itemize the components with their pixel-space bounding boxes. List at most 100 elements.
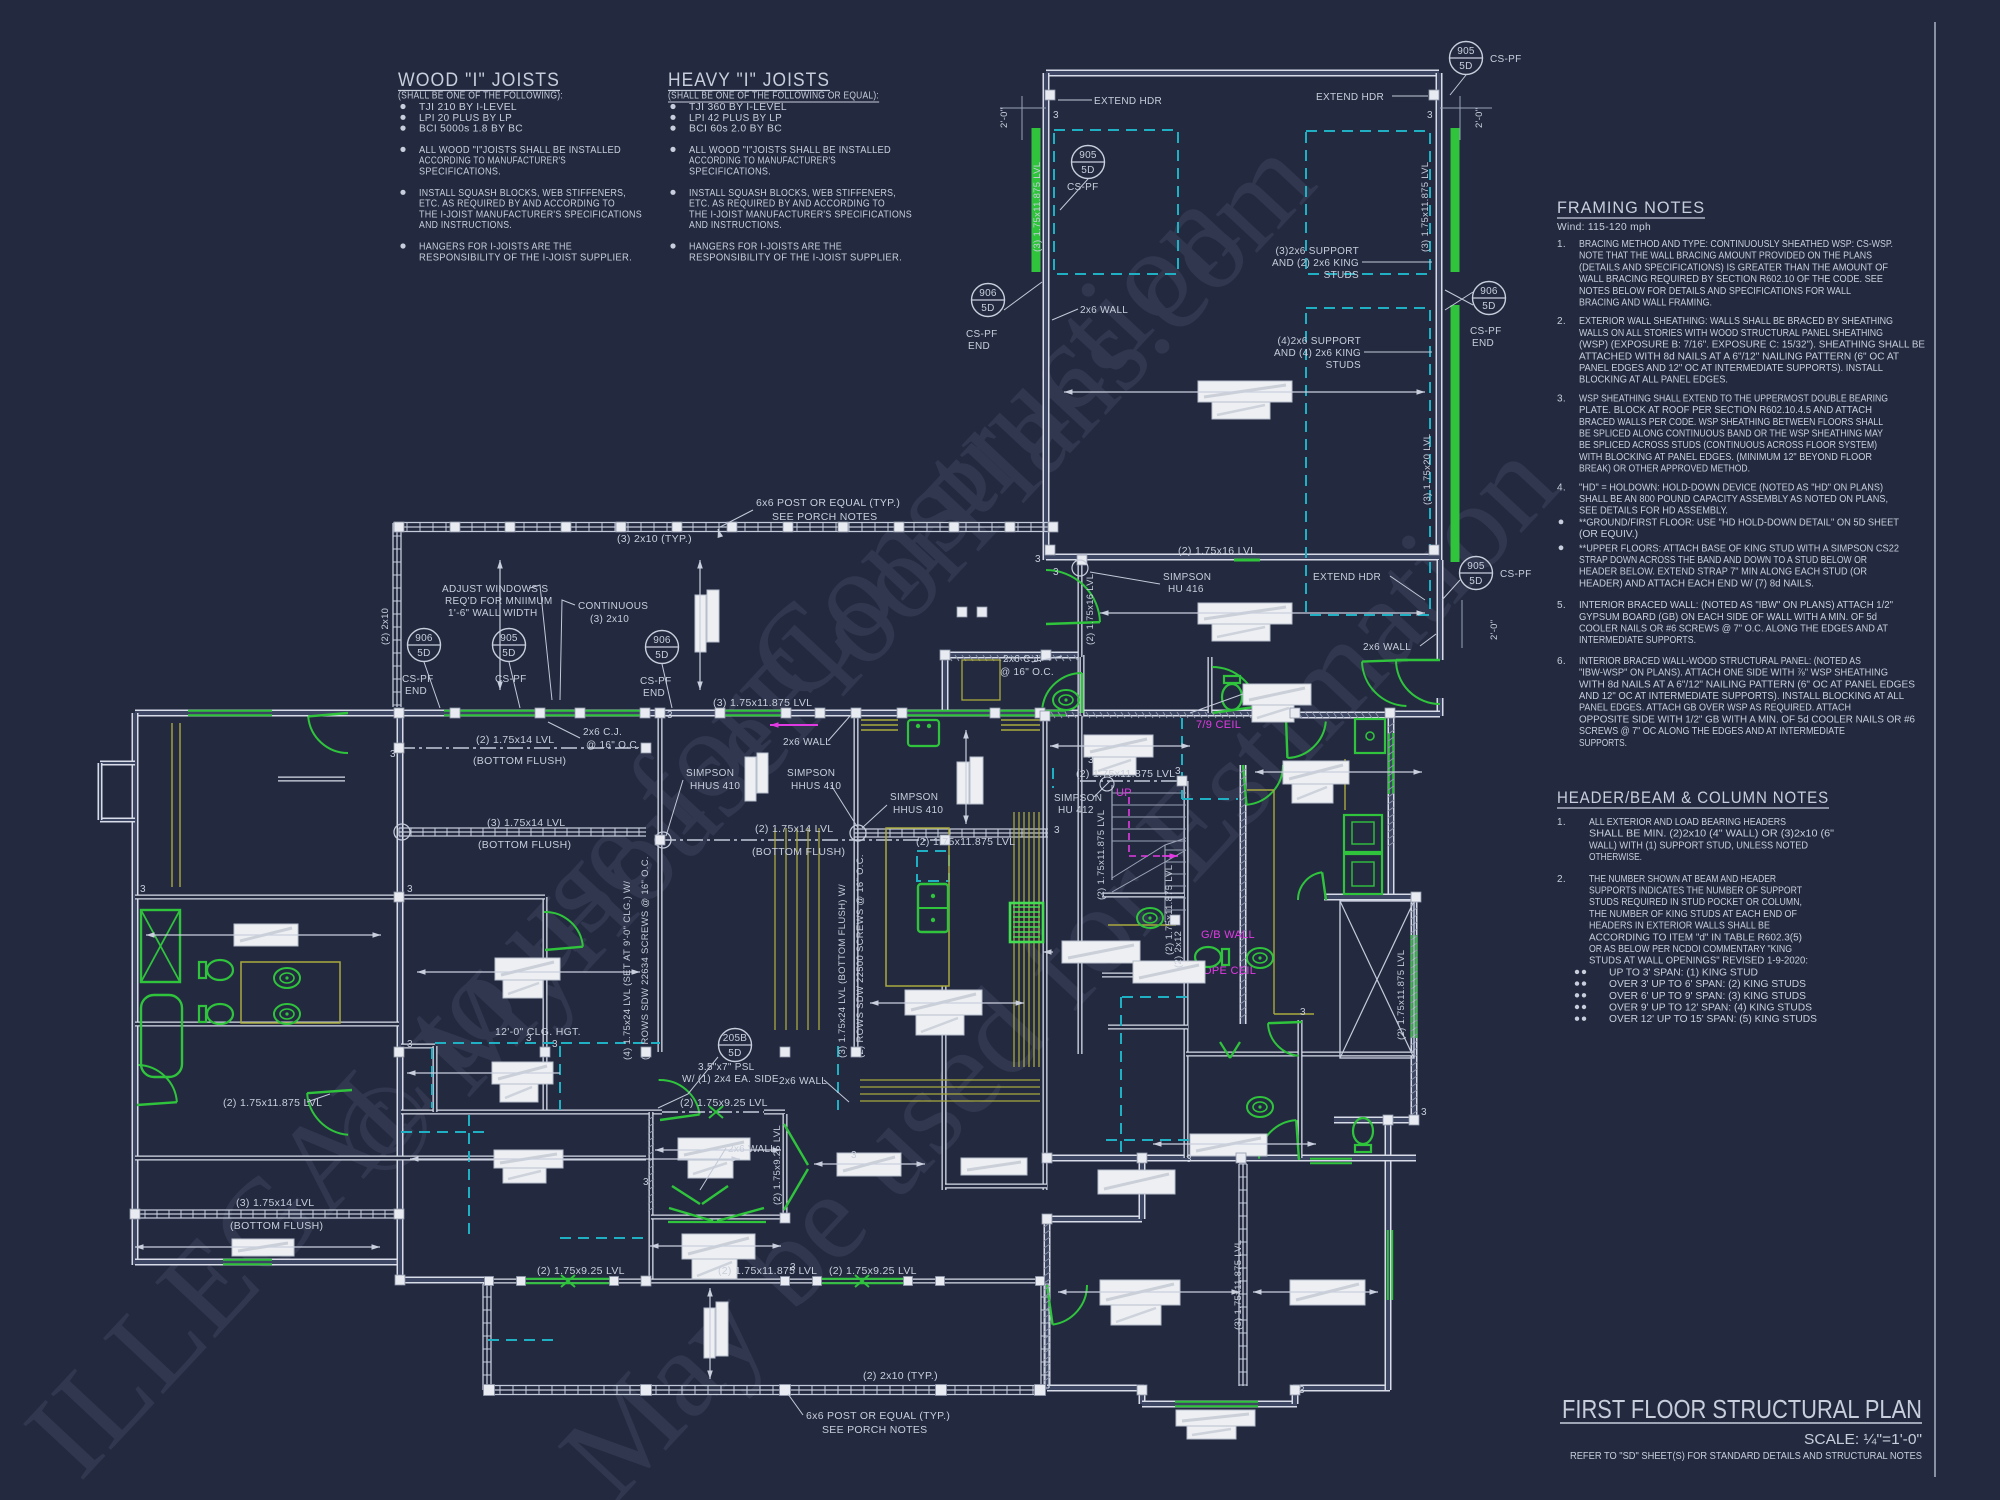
svg-text:ACCORDING TO MANUFACTURER'S: ACCORDING TO MANUFACTURER'S [689, 156, 836, 167]
svg-text:STUDS: STUDS [1326, 360, 1361, 371]
svg-text:HEADERS IN EXTERIOR WALLS SHAL: HEADERS IN EXTERIOR WALLS SHALL BE [1589, 921, 1770, 932]
svg-text:UP: UP [1116, 787, 1132, 799]
svg-text:STUDS REQUIRED IN STUD POCKET: STUDS REQUIRED IN STUD POCKET OR COLUMN, [1589, 897, 1802, 908]
svg-text:PLATE. BLOCK AT ROOF PER SECTI: PLATE. BLOCK AT ROOF PER SECTION R602.10… [1579, 405, 1872, 416]
svg-text:(3) 1.75x11.875 LVL: (3) 1.75x11.875 LVL [1420, 162, 1431, 252]
svg-text:PANEL EDGES AND 12" OC AT INTE: PANEL EDGES AND 12" OC AT INTERMEDIATE S… [1579, 363, 1884, 374]
svg-text:BE SPLICED ACROSS STUDS (CONTI: BE SPLICED ACROSS STUDS (CONTINUOUS ACRO… [1579, 440, 1877, 451]
svg-text:UP TO 3' SPAN: (1) KING STUD: UP TO 3' SPAN: (1) KING STUD [1609, 967, 1758, 978]
svg-text:(2) 1.75x16 LVL: (2) 1.75x16 LVL [1085, 574, 1096, 645]
svg-text:BREAK) OR OTHER APPROVED METHO: BREAK) OR OTHER APPROVED METHOD. [1579, 464, 1750, 475]
svg-text:OPPOSITE SIDE WITH 1/2" GB WIT: OPPOSITE SIDE WITH 1/2" GB WITH A MIN. O… [1579, 714, 1916, 725]
svg-text:HU 416: HU 416 [1168, 584, 1204, 595]
svg-text:"HD" = HOLDOWN: HOLD-DOWN DEVI: "HD" = HOLDOWN: HOLD-DOWN DEVICE (NOTED … [1579, 482, 1883, 493]
svg-text:3: 3 [407, 1039, 413, 1050]
svg-text:3: 3 [407, 884, 413, 895]
svg-text:AND (2) 2x6 KING: AND (2) 2x6 KING [1272, 258, 1359, 269]
svg-text:5D: 5D [981, 303, 994, 314]
svg-text:(2) 2x10 (TYP.): (2) 2x10 (TYP.) [863, 1370, 938, 1382]
svg-text:(3) 1.75x24 LVL (BOTTOM FLUSH): (3) 1.75x24 LVL (BOTTOM FLUSH) W/ [837, 884, 848, 1058]
svg-text:(BOTTOM FLUSH): (BOTTOM FLUSH) [473, 755, 566, 767]
svg-text:SLOPE CEIL: SLOPE CEIL [1189, 965, 1256, 977]
svg-text:INSTALL SQUASH BLOCKS, WEB STI: INSTALL SQUASH BLOCKS, WEB STIFFENERS, [689, 188, 896, 199]
svg-text:GYPSUM BOARD (GB) ON EACH SIDE: GYPSUM BOARD (GB) ON EACH SIDE OF WALL W… [1579, 612, 1877, 623]
svg-text:OR AS BELOW PER NCDOI COMMENTA: OR AS BELOW PER NCDOI COMMENTARY "KING [1589, 944, 1792, 955]
svg-text:906: 906 [415, 633, 433, 644]
svg-text:PANEL EDGES. ATTACH GB OVER WS: PANEL EDGES. ATTACH GB OVER WSP AS REQUI… [1579, 703, 1851, 714]
svg-text:5D: 5D [655, 650, 668, 661]
svg-text:3: 3 [643, 1177, 649, 1188]
svg-text:3: 3 [552, 1039, 558, 1050]
svg-text:WITH 8d NAILS AT A 6"/12" NAIL: WITH 8d NAILS AT A 6"/12" NAILING PATTER… [1579, 679, 1915, 690]
svg-text:1.: 1. [1557, 239, 1566, 250]
svg-text:(3) 1.75x11.875 LVL: (3) 1.75x11.875 LVL [713, 697, 812, 709]
svg-text:OVER 12' UP TO 15' SPAN: (5) K: OVER 12' UP TO 15' SPAN: (5) KING STUDS [1609, 1014, 1817, 1025]
svg-text:SPECIFICATIONS.: SPECIFICATIONS. [419, 167, 501, 178]
svg-text:(BOTTOM FLUSH): (BOTTOM FLUSH) [478, 839, 571, 851]
svg-text:"IBW-WSP" ON PLANS). ATTACH ON: "IBW-WSP" ON PLANS). ATTACH ONE SIDE WIT… [1579, 668, 1888, 679]
svg-text:CS-PF: CS-PF [1470, 326, 1502, 337]
svg-text:5D: 5D [417, 648, 430, 659]
svg-text:WSP SHEATHING SHALL EXTEND TO: WSP SHEATHING SHALL EXTEND TO THE UPPERM… [1579, 393, 1888, 404]
svg-text:3: 3 [1054, 825, 1060, 836]
svg-text:BCI 60s 2.0 BY BC: BCI 60s 2.0 BY BC [689, 124, 782, 135]
svg-text:7/9 CEIL: 7/9 CEIL [1196, 719, 1241, 731]
svg-text:EXTEND HDR: EXTEND HDR [1094, 96, 1162, 107]
svg-text:INTERMEDIATE SUPPORTS.: INTERMEDIATE SUPPORTS. [1579, 635, 1696, 646]
svg-text:6x6 POST OR EQUAL (TYP.): 6x6 POST OR EQUAL (TYP.) [806, 1410, 950, 1422]
svg-text:HHUS 410: HHUS 410 [690, 781, 740, 792]
svg-text:(2) 1.75x9.25 LVL: (2) 1.75x9.25 LVL [829, 1265, 917, 1277]
svg-text:HEADER BELOW. EXTEND STRAP 7": HEADER BELOW. EXTEND STRAP 7" MIN ALONG … [1579, 567, 1867, 578]
svg-text:AND (4) 2x6 KING: AND (4) 2x6 KING [1274, 348, 1361, 359]
svg-text:CS-PF: CS-PF [1500, 569, 1532, 580]
svg-text:RESPONSIBILITY OF THE I-JOIST: RESPONSIBILITY OF THE I-JOIST SUPPLIER. [419, 252, 632, 263]
svg-text:LPI 42 PLUS BY LP: LPI 42 PLUS BY LP [689, 113, 782, 124]
svg-text:SEE PORCH NOTES: SEE PORCH NOTES [822, 1424, 927, 1436]
svg-text:END: END [405, 686, 427, 697]
svg-text:THE NUMBER OF KING STUDS AT EA: THE NUMBER OF KING STUDS AT EACH END OF [1589, 909, 1797, 920]
svg-text:5D: 5D [1081, 165, 1094, 176]
svg-text:2'-0": 2'-0" [1489, 620, 1500, 640]
svg-text:3: 3 [1053, 567, 1059, 578]
svg-text:OVER 6' UP TO 9' SPAN: (3) KIN: OVER 6' UP TO 9' SPAN: (3) KING STUDS [1609, 991, 1806, 1002]
svg-text:HU 412: HU 412 [1058, 805, 1094, 816]
svg-text:2x6 WALL: 2x6 WALL [728, 1144, 776, 1155]
svg-text:(4) 1.75x24 LVL (SET AT 9'-0": (4) 1.75x24 LVL (SET AT 9'-0" CLG.) W/ [622, 881, 633, 1060]
svg-text:3: 3 [667, 710, 673, 721]
svg-text:(BOTTOM FLUSH): (BOTTOM FLUSH) [752, 846, 845, 858]
svg-text:(3) 1.75x14 LVL: (3) 1.75x14 LVL [487, 817, 565, 829]
svg-text:5D: 5D [1459, 61, 1472, 72]
svg-text:905: 905 [500, 633, 518, 644]
svg-text:12'-0" CLG. HGT.: 12'-0" CLG. HGT. [495, 1026, 581, 1038]
svg-text:3: 3 [1427, 110, 1433, 121]
svg-text:906: 906 [979, 288, 997, 299]
svg-text:WALL) WITH (1) SUPPORT STUD, U: WALL) WITH (1) SUPPORT STUD, UNLESS NOTE… [1589, 840, 1808, 851]
svg-text:STUDS AT WALL OPENINGS" REVISE: STUDS AT WALL OPENINGS" REVISED 1-9-2020… [1589, 956, 1808, 967]
svg-text:1'-6" WALL WIDTH: 1'-6" WALL WIDTH [448, 608, 538, 619]
svg-text:5D: 5D [1469, 576, 1482, 587]
svg-text:(SHALL BE ONE OF THE FOLLOWING: (SHALL BE ONE OF THE FOLLOWING OR EQUAL)… [668, 91, 879, 102]
svg-text:3: 3 [1299, 1385, 1305, 1396]
svg-text:EXTEND HDR: EXTEND HDR [1313, 572, 1381, 583]
svg-text:OVER 9' UP TO 12' SPAN: (4) KI: OVER 9' UP TO 12' SPAN: (4) KING STUDS [1609, 1003, 1812, 1014]
svg-text:AND INSTRUCTIONS.: AND INSTRUCTIONS. [689, 220, 782, 231]
svg-text:OTHERWISE.: OTHERWISE. [1589, 852, 1642, 863]
svg-text:SIMPSON: SIMPSON [890, 792, 938, 803]
svg-text:SCREWS @ 7" OC ALONG THE EDGES: SCREWS @ 7" OC ALONG THE EDGES AND AT IN… [1579, 726, 1845, 737]
svg-text:ACCORDING TO ITEM "d" IN TABLE: ACCORDING TO ITEM "d" IN TABLE R602.3(5) [1589, 932, 1802, 943]
svg-text:ETC. AS REQUIRED BY AND ACCORD: ETC. AS REQUIRED BY AND ACCORDING TO [419, 199, 615, 210]
svg-text:INTERIOR BRACED WALL-WOOD STRU: INTERIOR BRACED WALL-WOOD STRUCTURAL PAN… [1579, 656, 1861, 667]
svg-text:WITH BLOCKING AT PANEL EDGES.: WITH BLOCKING AT PANEL EDGES. (MINIMUM 1… [1579, 452, 1872, 463]
svg-text:THE NUMBER SHOWN AT BEAM AND H: THE NUMBER SHOWN AT BEAM AND HEADER [1589, 874, 1776, 885]
svg-text:(2) 1.75x11.875 LVL: (2) 1.75x11.875 LVL [1164, 865, 1175, 955]
svg-text:LPI 20 PLUS BY LP: LPI 20 PLUS BY LP [419, 113, 512, 124]
svg-text:(3) 1.75x11.875 LVL: (3) 1.75x11.875 LVL [1233, 1240, 1244, 1330]
svg-text:SIMPSON: SIMPSON [1163, 572, 1211, 583]
svg-text:3: 3 [1186, 1154, 1192, 1165]
svg-text:HEADER) AND ATTACH EACH END W/: HEADER) AND ATTACH EACH END W/ (7) 8d NA… [1579, 578, 1814, 589]
svg-text:ATTACHED WITH 8d NAILS AT A 6": ATTACHED WITH 8d NAILS AT A 6"/12" NAILI… [1579, 351, 1899, 362]
svg-text:AND 12" OC AT INTERMEDIATE SUP: AND 12" OC AT INTERMEDIATE SUPPORTS). IN… [1579, 691, 1905, 702]
svg-text:(2) 1.75x9.25 LVL: (2) 1.75x9.25 LVL [680, 1097, 768, 1109]
svg-text:1.: 1. [1557, 817, 1566, 828]
svg-text:STRAP DOWN ACROSS THE BAND AND: STRAP DOWN ACROSS THE BAND AND DOWN TO A… [1579, 555, 1867, 566]
